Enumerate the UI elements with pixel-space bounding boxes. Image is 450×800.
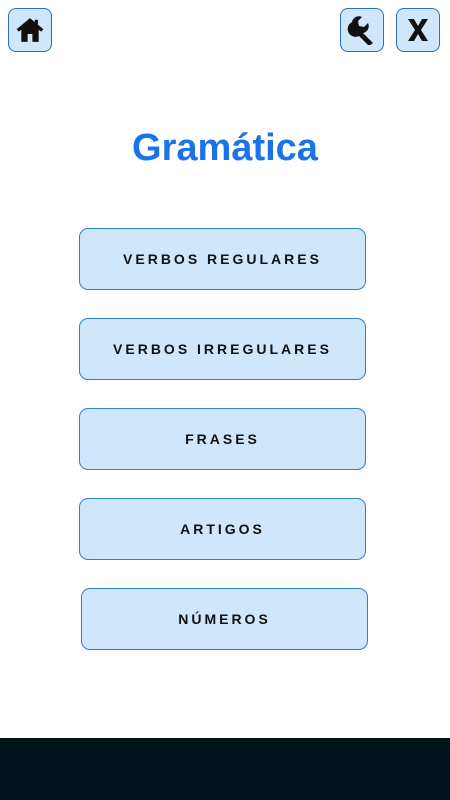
bottom-bar xyxy=(0,738,450,800)
home-button[interactable] xyxy=(8,8,52,52)
numeros-button[interactable]: NÚMEROS xyxy=(81,588,368,650)
wrench-icon xyxy=(347,16,373,45)
verbos-regulares-button[interactable]: VERBOS REGULARES xyxy=(79,228,366,290)
close-button[interactable] xyxy=(396,8,440,52)
frases-button[interactable]: FRASES xyxy=(79,408,366,470)
artigos-button[interactable]: ARTIGOS xyxy=(79,498,366,560)
settings-button[interactable] xyxy=(340,8,384,52)
verbos-irregulares-button[interactable]: VERBOS IRREGULARES xyxy=(79,318,366,380)
page-title: Gramática xyxy=(132,127,318,169)
close-icon xyxy=(408,19,428,41)
home-icon xyxy=(16,18,44,42)
